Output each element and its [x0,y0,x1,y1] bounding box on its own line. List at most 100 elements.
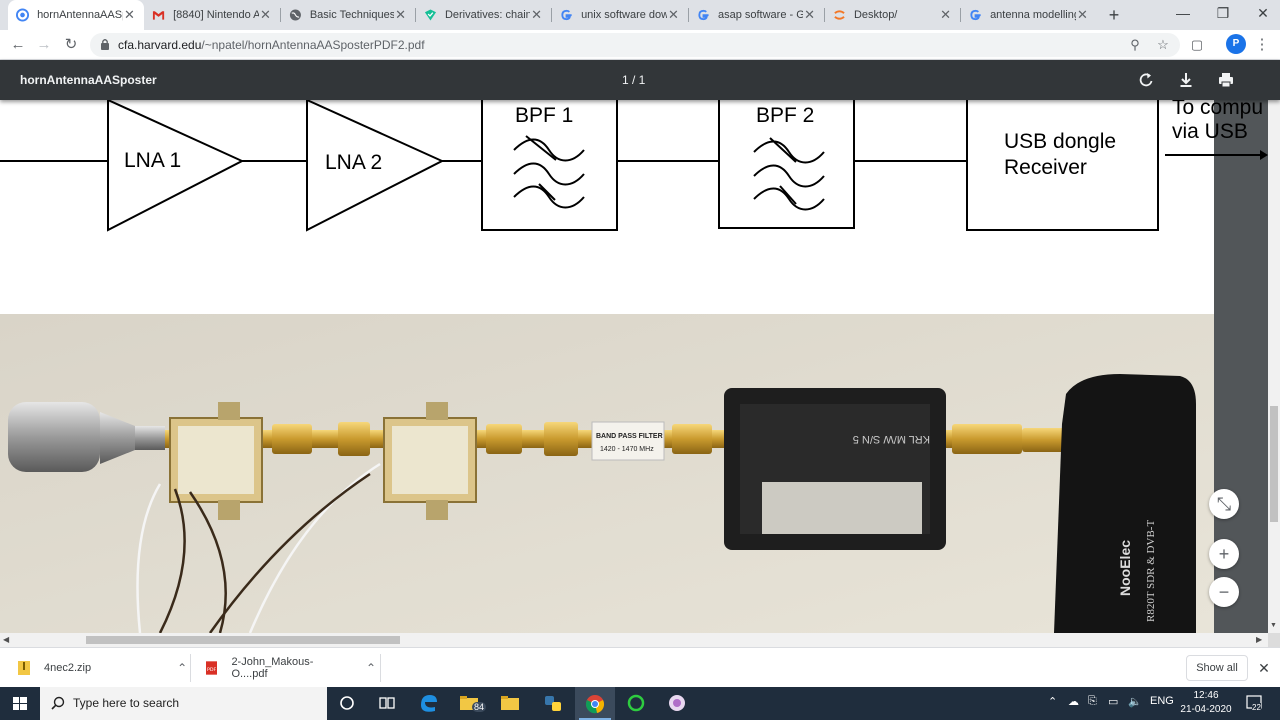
horizontal-scrollbar[interactable]: ◀ ▶ [0,633,1268,647]
close-icon[interactable]: ✕ [1077,7,1088,22]
download-icon[interactable] [1176,70,1196,90]
print-icon[interactable] [1216,70,1236,90]
tab-title: Derivatives: chain r [444,9,531,21]
fit-to-page-button[interactable]: ⤡ [1209,489,1239,519]
battery-tray-icon[interactable]: ▭ [1108,696,1119,708]
lna2-module [383,402,477,520]
chrome-pdf-icon [16,8,30,22]
chevron-up-tray-icon[interactable]: ⌃ [1048,696,1058,708]
pdf-title: hornAntennaAASposter [20,73,157,87]
vertical-scroll-thumb[interactable] [1270,406,1278,522]
rotate-icon[interactable] [1136,70,1156,90]
download-separator [380,654,381,682]
volume-tray-icon[interactable]: 🔈 [1128,696,1142,708]
cavity-filter-block: KRL M/W S/N 5 [724,388,946,550]
maximize-icon[interactable]: ❐ [1216,5,1230,21]
chrome-taskbar-app[interactable] [575,687,615,720]
minimize-icon[interactable]: — [1176,5,1190,21]
bpf1-label: BPF 1 [515,104,573,127]
show-all-downloads-button[interactable]: Show all [1186,655,1248,681]
vertical-scrollbar[interactable]: ▲ ▼ [1268,60,1280,633]
close-icon[interactable]: ✕ [395,7,407,22]
zoom-out-button[interactable]: − [1209,577,1239,607]
scroll-left-arrow-icon[interactable]: ◀ [3,635,10,644]
tab-antenna-modelling[interactable]: antenna modelling ✕ [961,0,1097,30]
tab-unix-software[interactable]: unix software dow ✕ [552,0,688,30]
tab-basic-techniques[interactable]: Basic Techniques o ✕ [281,0,415,30]
download-filename: 2-John_Makous-O....pdf [231,656,314,680]
close-icon[interactable]: ✕ [260,7,271,22]
tab-asap-software[interactable]: asap software - Go ✕ [689,0,824,30]
close-icon[interactable]: ✕ [531,7,542,22]
lna1-module [169,402,263,520]
cloud-tray-icon[interactable]: ☁ [1068,696,1079,708]
taskbar-clock[interactable]: 12:46 21-04-2020 [1176,689,1236,717]
filter-label-line1: BAND PASS FILTER [596,433,663,440]
menu-kebab-icon[interactable]: ⋮ [1254,36,1270,53]
page-indicator: 1 / 1 [622,73,646,87]
lock-icon [101,39,109,50]
usb-tray-icon[interactable]: ⎘ [1088,695,1097,707]
close-icon[interactable]: ✕ [124,7,135,22]
tab-gmail[interactable]: [8840] Nintendo A ✕ [144,0,280,30]
tab-separator [415,8,416,22]
tab-derivatives[interactable]: Derivatives: chain r ✕ [416,0,551,30]
folder-icon[interactable] [490,687,530,720]
tab-horn-antenna[interactable]: hornAntennaAASposter ✕ [8,0,144,30]
tab-title: Desktop/ [853,9,898,21]
download-item[interactable]: 4nec2.zip ⌃ [18,648,188,688]
extension-icon[interactable]: ▢ [1190,37,1204,52]
gmail-icon [152,11,165,20]
usb-label-line2: Receiver [1004,156,1087,179]
download-item[interactable]: PDF 2-John_Makous-O....pdf ⌃ [206,648,376,688]
zoom-magnifier-icon[interactable]: ⚲ [1130,37,1140,52]
bookmark-star-icon[interactable]: ☆ [1157,37,1169,52]
scroll-corner [1268,633,1280,647]
pdf-viewer[interactable]: LNA 1 LNA 2 BPF 1 BPF 2 USB dongle Recei… [0,100,1268,633]
forward-arrow-icon[interactable]: → [36,36,52,53]
chevron-up-icon[interactable]: ⌃ [365,661,376,675]
python-icon[interactable] [533,687,573,720]
download-filename: 4nec2.zip [44,662,92,674]
back-arrow-icon[interactable]: ← [10,36,26,53]
close-icon[interactable]: ✕ [940,7,951,22]
windows-start-icon[interactable] [0,687,40,720]
scroll-down-arrow-icon[interactable]: ▼ [1270,622,1277,629]
edge-icon[interactable] [409,687,449,720]
dongle-model: R820T SDR & DVB-T [1145,520,1157,622]
taskbar-search[interactable]: Type here to search [40,687,327,720]
browser-toolbar: ← → ↻ cfa.harvard.edu/~npatel/hornAntenn… [0,30,1280,60]
google-icon [561,9,572,21]
block-diagram: LNA 1 LNA 2 BPF 1 BPF 2 USB dongle Recei… [0,100,1268,232]
tab-separator [824,8,825,22]
close-icon[interactable]: ✕ [668,7,679,22]
reload-icon[interactable]: ↻ [64,36,78,53]
profile-avatar[interactable]: P [1226,34,1246,54]
window-close-icon[interactable]: ✕ [1257,5,1269,21]
tab-strip: hornAntennaAASposter ✕ [8840] Nintendo A… [0,0,1280,30]
refresh-app-icon[interactable] [616,687,656,720]
notification-count: 22 [1252,703,1261,712]
chevron-up-icon[interactable]: ⌃ [177,661,188,675]
lna2-label: LNA 2 [325,151,382,174]
task-view-icon[interactable] [367,687,407,720]
usb-label-line1: USB dongle [1004,130,1116,153]
language-indicator[interactable]: ENG [1150,695,1174,707]
new-tab-button[interactable]: + [1108,5,1120,25]
zoom-in-button[interactable]: + [1209,539,1239,569]
close-icon[interactable]: ✕ [804,7,815,22]
app-purple-icon[interactable] [657,687,697,720]
cortana-icon[interactable] [327,687,367,720]
tab-title: [8840] Nintendo A [173,9,259,21]
close-shelf-icon[interactable]: ✕ [1258,660,1270,676]
horizontal-scroll-thumb[interactable] [86,636,400,644]
pdf-toolbar: hornAntennaAASposter 1 / 1 [0,60,1280,100]
search-icon [51,696,65,710]
scroll-right-arrow-icon[interactable]: ▶ [1256,635,1263,644]
file-explorer-app[interactable]: 84 [450,687,490,720]
address-bar[interactable]: cfa.harvard.edu/~npatel/hornAntennaAASpo… [90,33,1180,57]
tab-desktop[interactable]: Desktop/ ✕ [825,0,960,30]
lna1-triangle [107,100,245,232]
svg-text:PDF: PDF [207,667,217,673]
lna2-triangle [306,100,445,232]
